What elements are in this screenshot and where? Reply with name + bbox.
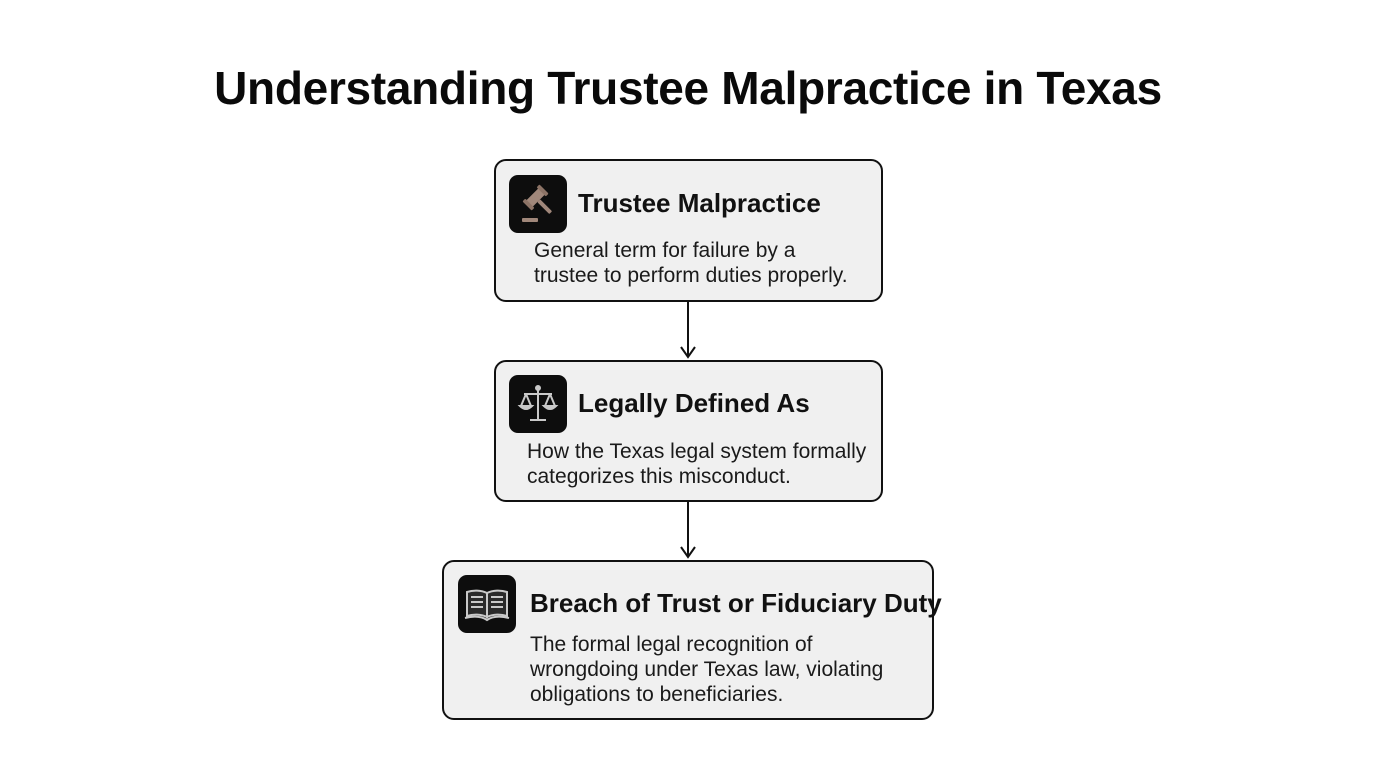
- description-line: trustee to perform duties properly.: [534, 264, 848, 287]
- description-line: categorizes this misconduct.: [527, 465, 791, 488]
- description-line: wrongdoing under Texas law, violating: [530, 658, 884, 681]
- connector-arrow: [680, 302, 696, 359]
- node-title: Breach of Trust or Fiduciary Duty: [530, 588, 942, 618]
- connector-arrow: [680, 502, 696, 559]
- node-title: Trustee Malpractice: [578, 188, 821, 218]
- description-line: How the Texas legal system formally: [527, 440, 867, 463]
- node-breach-of-trust: Breach of Trust or Fiduciary Duty The fo…: [442, 560, 942, 720]
- node-description: How the Texas legal system formally cate…: [527, 439, 866, 489]
- open-book-icon: [458, 575, 516, 633]
- node-description: General term for failure by a trustee to…: [534, 238, 848, 288]
- node-trustee-malpractice: Trustee Malpractice General term for fai…: [494, 159, 883, 302]
- scales-of-justice-icon: [509, 375, 567, 433]
- description-line: The formal legal recognition of: [530, 633, 813, 656]
- node-legally-defined-as: Legally Defined As How the Texas legal s…: [494, 360, 883, 502]
- diagram-title: Understanding Trustee Malpractice in Tex…: [214, 62, 1162, 114]
- node-description: The formal legal recognition of wrongdoi…: [530, 632, 883, 707]
- description-line: obligations to beneficiaries.: [530, 683, 784, 706]
- description-line: General term for failure by a: [534, 239, 796, 262]
- node-title: Legally Defined As: [578, 388, 810, 418]
- gavel-icon: [509, 175, 567, 233]
